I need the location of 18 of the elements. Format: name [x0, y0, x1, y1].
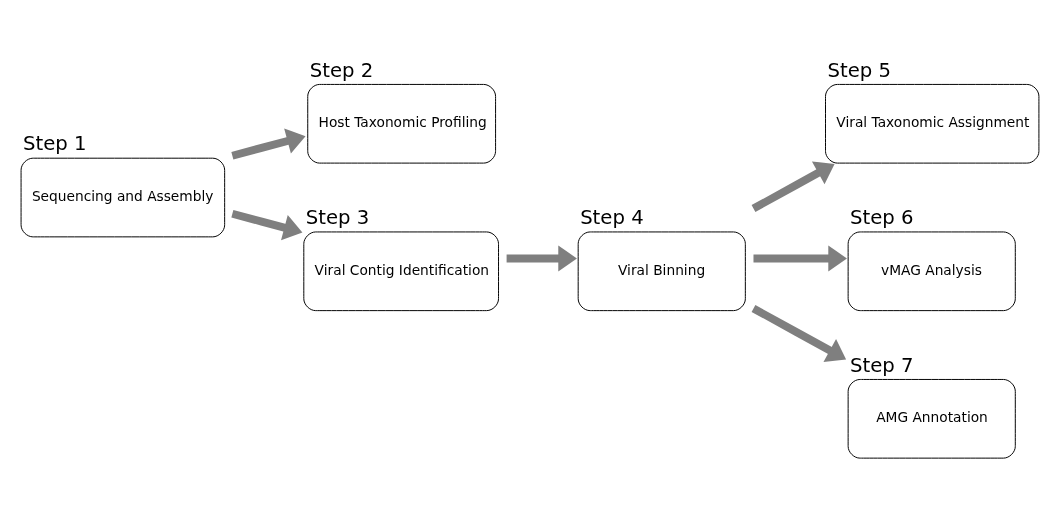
arrow — [231, 128, 306, 160]
node-label: Step 2 — [309, 58, 374, 82]
node-box: Viral Binning — [577, 231, 746, 312]
arrow — [751, 161, 835, 212]
node-label: Step 1 — [23, 132, 87, 156]
node-box: vMAG Analysis — [847, 231, 1016, 312]
arrow — [231, 210, 303, 241]
node-label: Step 7 — [850, 353, 914, 377]
node-box: Sequencing and Assembly — [20, 157, 226, 238]
node-label: Step 6 — [850, 206, 914, 230]
node-box: AMG Annotation — [847, 378, 1016, 459]
node-box: Viral Taxonomic Assignment — [825, 83, 1040, 164]
node-box: Viral Contig Identification — [303, 231, 499, 312]
arrow — [751, 305, 847, 362]
node-label: Step 3 — [305, 206, 370, 230]
node-label: Step 5 — [827, 58, 891, 82]
node-label: Step 4 — [580, 206, 644, 230]
node-box: Host Taxonomic Profiling — [307, 83, 497, 164]
